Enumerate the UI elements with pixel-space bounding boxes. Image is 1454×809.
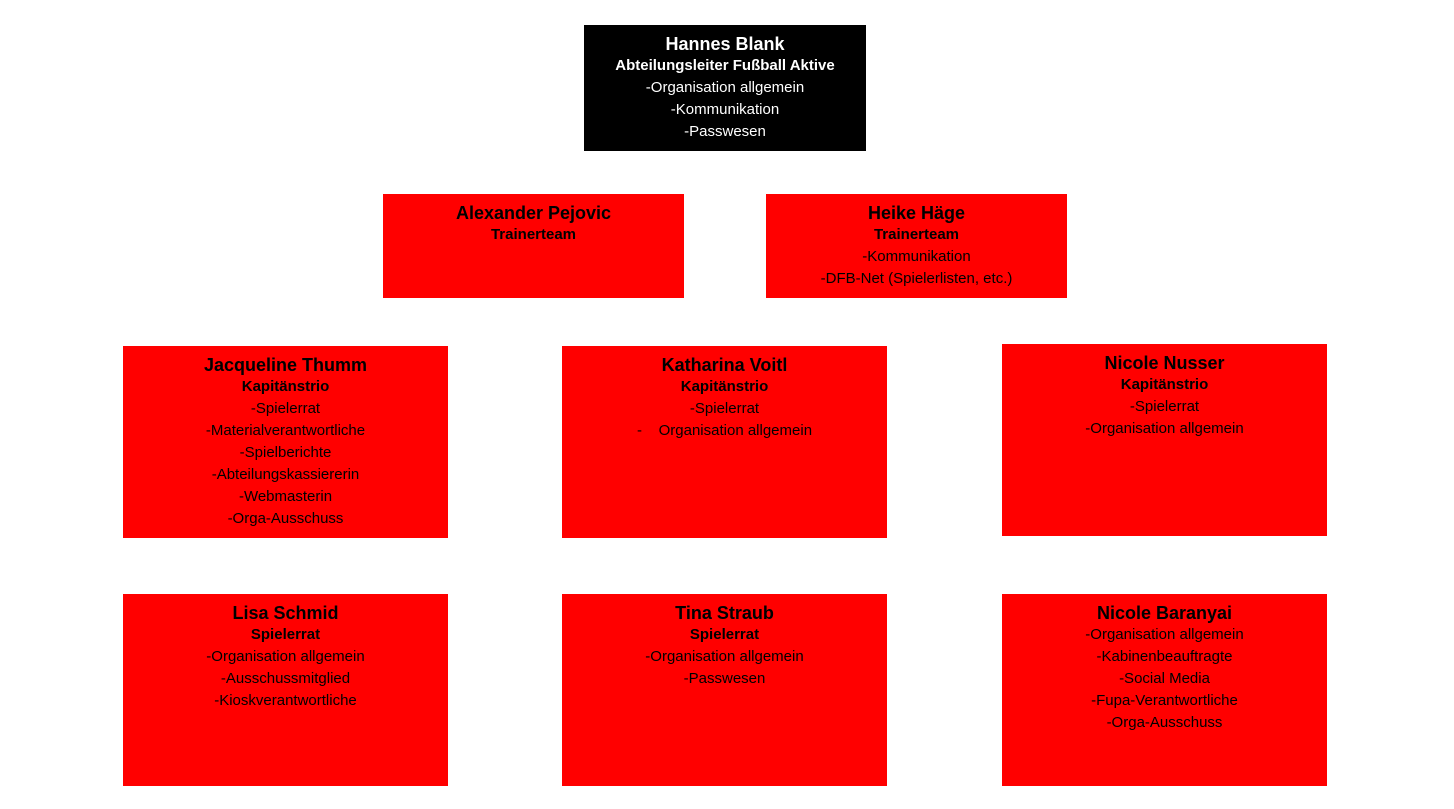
person-name: Nicole Baranyai xyxy=(1096,603,1233,623)
org-box-council-1: Lisa Schmid Spielerrat -Organisation all… xyxy=(123,594,448,786)
org-box-trainer-2: Heike Häge Trainerteam -Kommunikation -D… xyxy=(766,194,1067,298)
person-task: -Spielerrat xyxy=(689,400,760,417)
person-name: Tina Straub xyxy=(675,603,774,623)
person-role: Spielerrat xyxy=(689,626,760,643)
person-task: -Spielerrat xyxy=(1129,398,1200,415)
org-box-trainer-1: Alexander Pejovic Trainerteam xyxy=(383,194,684,298)
person-name: Heike Häge xyxy=(867,203,966,223)
person-task: -Webmasterin xyxy=(238,488,333,505)
person-task: -Spielerrat xyxy=(250,400,321,417)
person-task: -Orga-Ausschuss xyxy=(227,510,344,527)
org-box-head: Hannes Blank Abteilungsleiter Fußball Ak… xyxy=(584,25,866,151)
person-task: -Organisation allgemein xyxy=(645,648,804,665)
person-task: -Ausschussmitglied xyxy=(220,670,351,687)
person-name: Nicole Nusser xyxy=(1104,353,1225,373)
person-name: Alexander Pejovic xyxy=(455,203,612,223)
person-role: Kapitänstrio xyxy=(680,378,769,395)
org-box-council-2: Tina Straub Spielerrat -Organisation all… xyxy=(562,594,887,786)
person-name: Katharina Voitl xyxy=(661,355,788,375)
person-task: -Passwesen xyxy=(684,123,766,140)
person-task: -Kommunikation xyxy=(670,101,780,118)
org-box-captain-3: Nicole Nusser Kapitänstrio -Spielerrat -… xyxy=(1002,344,1327,536)
person-task: -Organisation allgemein xyxy=(645,79,805,96)
person-task: -Organisation allgemein xyxy=(1085,626,1244,643)
person-role: Kapitänstrio xyxy=(1120,376,1209,393)
person-task: -Orga-Ausschuss xyxy=(1106,714,1223,731)
person-task: -Passwesen xyxy=(683,670,766,687)
person-task: -Social Media xyxy=(1119,670,1210,687)
person-task: -Kioskverantwortliche xyxy=(214,692,357,709)
person-name: Hannes Blank xyxy=(665,34,785,54)
person-task: -Organisation allgemein xyxy=(1085,420,1244,437)
org-box-captain-1: Jacqueline Thumm Kapitänstrio -Spielerra… xyxy=(123,346,448,538)
org-box-member-3: Nicole Baranyai -Organisation allgemein … xyxy=(1002,594,1327,786)
person-task: - Organisation allgemein xyxy=(636,422,813,439)
person-role: Spielerrat xyxy=(250,626,321,643)
person-task: -Kabinenbeauftragte xyxy=(1096,648,1233,665)
person-role: Abteilungsleiter Fußball Aktive xyxy=(615,57,835,74)
person-task: -Fupa-Verantwortliche xyxy=(1091,692,1238,709)
person-task: -Abteilungskassiererin xyxy=(211,466,360,483)
person-task: -Materialverantwortliche xyxy=(205,422,366,439)
person-task: -DFB-Net (Spielerlisten, etc.) xyxy=(820,270,1013,287)
person-task: -Spielberichte xyxy=(239,444,332,461)
person-role: Kapitänstrio xyxy=(241,378,330,395)
person-name: Jacqueline Thumm xyxy=(203,355,368,375)
person-role: Trainerteam xyxy=(490,226,577,243)
person-task: -Kommunikation xyxy=(862,248,971,265)
org-box-captain-2: Katharina Voitl Kapitänstrio -Spielerrat… xyxy=(562,346,887,538)
person-task: -Organisation allgemein xyxy=(206,648,365,665)
person-role: Trainerteam xyxy=(873,226,960,243)
person-name: Lisa Schmid xyxy=(232,603,339,623)
